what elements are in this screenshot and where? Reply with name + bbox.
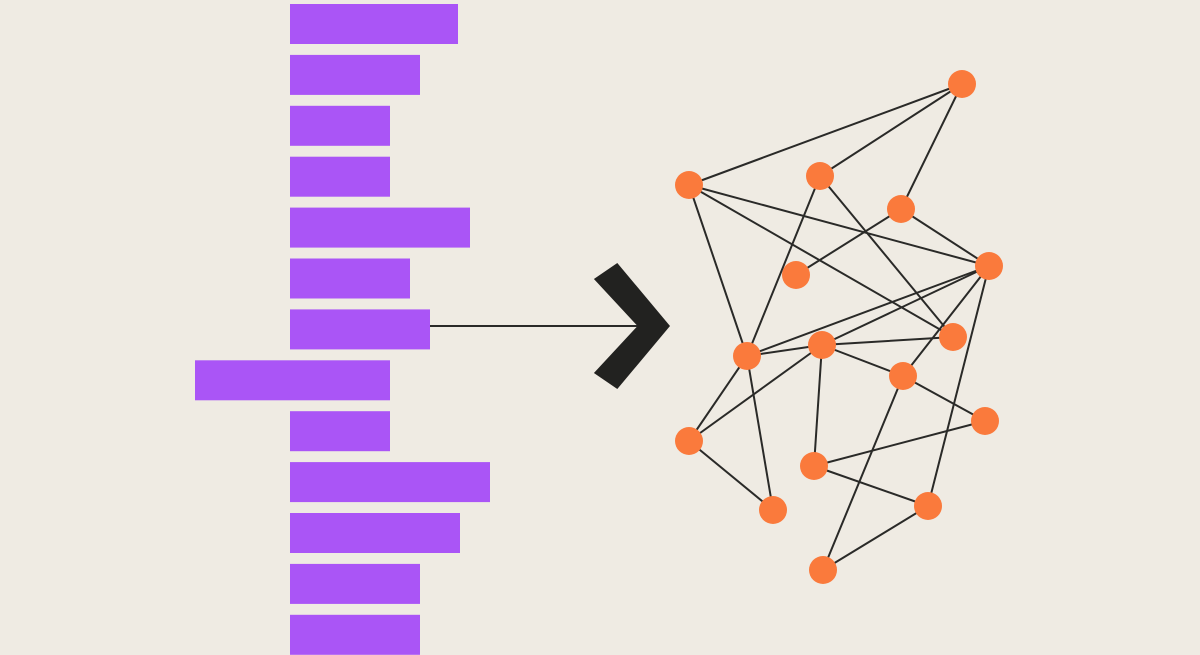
network-node (975, 252, 1003, 280)
network-edge (822, 505, 929, 571)
bar-3 (290, 105, 390, 146)
network-nodes (675, 70, 1003, 584)
network-node (675, 427, 703, 455)
network-edge (688, 184, 954, 338)
network-edge (822, 375, 904, 571)
bar-6 (290, 258, 410, 299)
network-node (808, 331, 836, 359)
bar-7 (290, 309, 430, 350)
network-edge (821, 344, 904, 377)
bar-11 (290, 513, 460, 553)
network-edge (900, 83, 963, 210)
network-edge (819, 175, 954, 338)
network-edge (819, 83, 963, 177)
network-edge (688, 184, 748, 357)
network-edge (813, 420, 986, 467)
network-edge (688, 355, 748, 442)
network-edges (688, 83, 990, 571)
network-edge (688, 440, 774, 511)
network-node (759, 496, 787, 524)
bar-9 (290, 411, 390, 452)
network-node (800, 452, 828, 480)
network-edge (746, 175, 821, 357)
bar-2 (290, 54, 420, 95)
network-edge (688, 184, 990, 267)
network-edge (902, 265, 990, 377)
network-node (675, 171, 703, 199)
bar-5 (290, 207, 470, 248)
bar-10 (290, 462, 490, 503)
chevron-right-icon (593, 263, 670, 389)
bar-12 (290, 563, 420, 604)
network-edge (902, 375, 986, 422)
bar-stack (195, 4, 490, 655)
network-edge (821, 265, 990, 346)
bar-13 (290, 614, 420, 655)
network-node (809, 556, 837, 584)
network-edge (813, 344, 823, 467)
bar-8 (195, 360, 390, 401)
network-node (971, 407, 999, 435)
network-edge (927, 265, 990, 507)
network-edge (688, 344, 823, 442)
network-node (889, 362, 917, 390)
network-node (806, 162, 834, 190)
network-node (948, 70, 976, 98)
network-node (733, 342, 761, 370)
bar-1 (290, 4, 458, 44)
network-node (914, 492, 942, 520)
network-node (782, 261, 810, 289)
bar-4 (290, 156, 390, 197)
network-edge (821, 336, 954, 346)
network-node (939, 323, 967, 351)
network-edge (688, 83, 963, 186)
network-node (887, 195, 915, 223)
network-edge (746, 355, 774, 511)
network-edge (900, 208, 990, 267)
network-edge (746, 265, 990, 357)
network-edge (795, 208, 902, 276)
network-edge (813, 465, 929, 507)
